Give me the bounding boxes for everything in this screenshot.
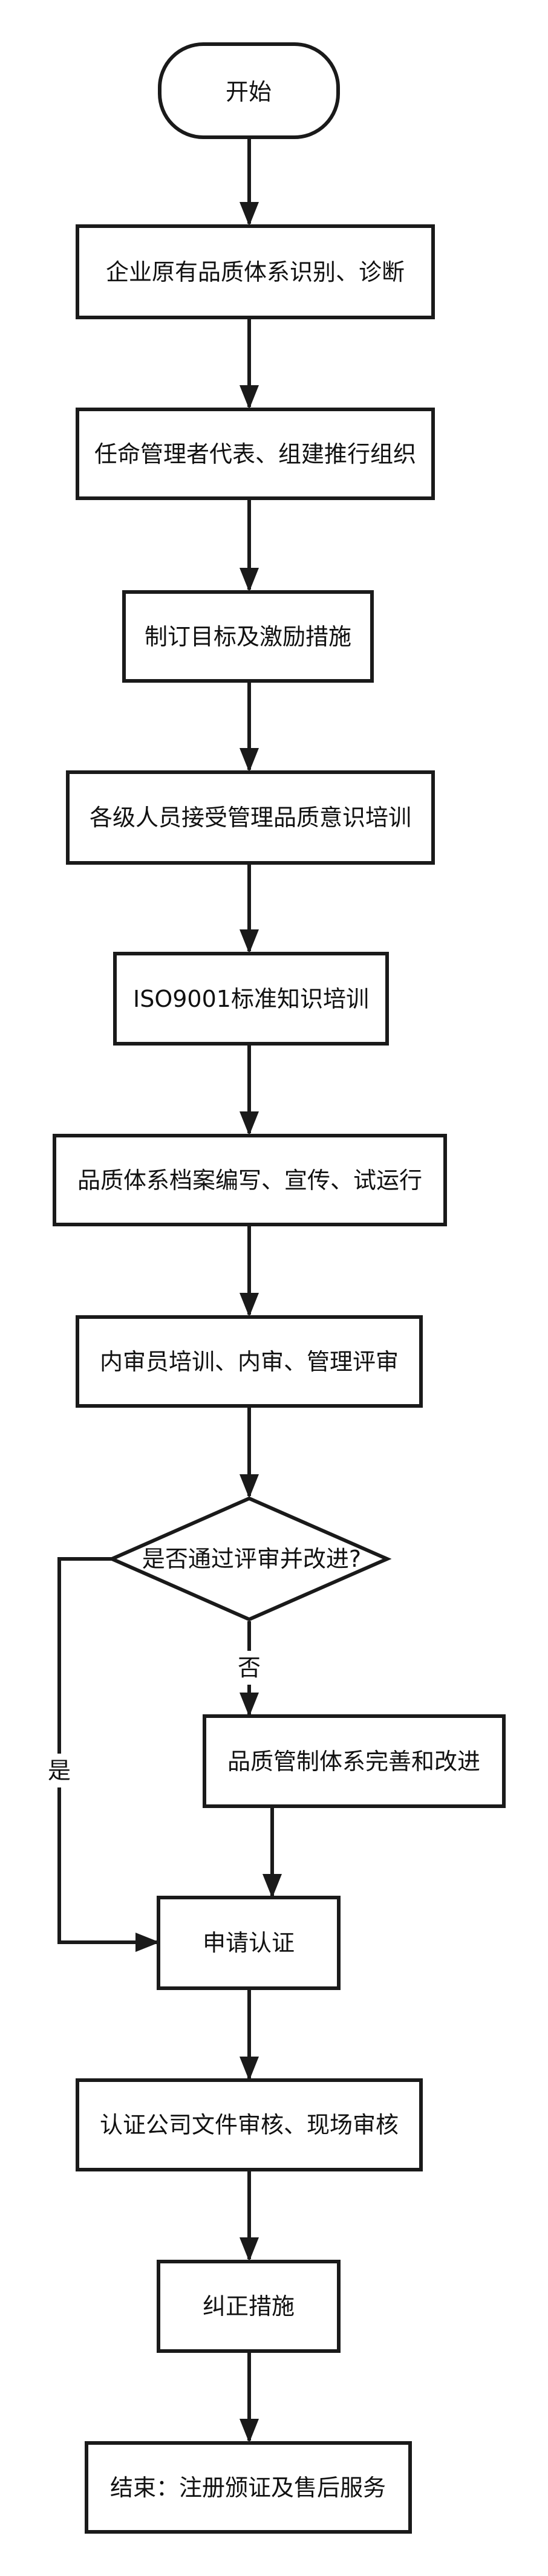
node-documents-label: 品质体系档案编写、宣传、试运行	[77, 1167, 422, 1194]
yes-label-bg	[44, 1754, 75, 1787]
node-cert-audit: 认证公司文件审核、现场审核	[76, 2078, 423, 2171]
node-improve-label: 品质管制体系完善和改进	[227, 1748, 480, 1775]
node-corrective: 纠正措施	[157, 2260, 341, 2353]
node-apply: 申请认证	[157, 1896, 341, 1990]
no-label-bg	[233, 1651, 265, 1685]
node-decision: 是否通过评审并改进?	[107, 1496, 392, 1622]
node-documents: 品质体系档案编写、宣传、试运行	[53, 1134, 447, 1226]
node-start: 开始	[158, 42, 340, 139]
node-objectives: 制订目标及激励措施	[122, 590, 374, 683]
node-end-label: 结束：注册颁证及售后服务	[110, 2474, 386, 2501]
node-iso-training: ISO9001标准知识培训	[113, 952, 389, 1046]
node-corrective-label: 纠正措施	[203, 2293, 295, 2320]
node-end: 结束：注册颁证及售后服务	[85, 2441, 412, 2534]
node-training: 各级人员接受管理品质意识培训	[66, 770, 435, 865]
node-internal-audit-label: 内审员培训、内审、管理评审	[100, 1348, 399, 1375]
node-appoint: 任命管理者代表、组建推行组织	[76, 408, 435, 500]
node-identify: 企业原有品质体系识别、诊断	[76, 224, 435, 319]
node-iso-training-label: ISO9001标准知识培训	[133, 986, 369, 1012]
node-internal-audit: 内审员培训、内审、管理评审	[76, 1315, 423, 1408]
node-appoint-label: 任命管理者代表、组建推行组织	[94, 441, 416, 467]
node-cert-audit-label: 认证公司文件审核、现场审核	[100, 2112, 399, 2138]
node-improve: 品质管制体系完善和改进	[203, 1714, 506, 1808]
node-decision-label: 是否通过评审并改进?	[142, 1546, 361, 1572]
edge-label-no: 否	[238, 1654, 261, 1681]
edge-decision-apply-yes	[57, 1557, 160, 1952]
node-objectives-label: 制订目标及激励措施	[145, 623, 351, 650]
edge-label-yes: 是	[48, 1757, 71, 1784]
node-apply-label: 申请认证	[203, 1930, 295, 1956]
edges	[57, 138, 282, 2443]
node-training-label: 各级人员接受管理品质意识培训	[90, 804, 411, 831]
node-identify-label: 企业原有品质体系识别、诊断	[106, 259, 405, 285]
node-start-label: 开始	[226, 79, 272, 105]
